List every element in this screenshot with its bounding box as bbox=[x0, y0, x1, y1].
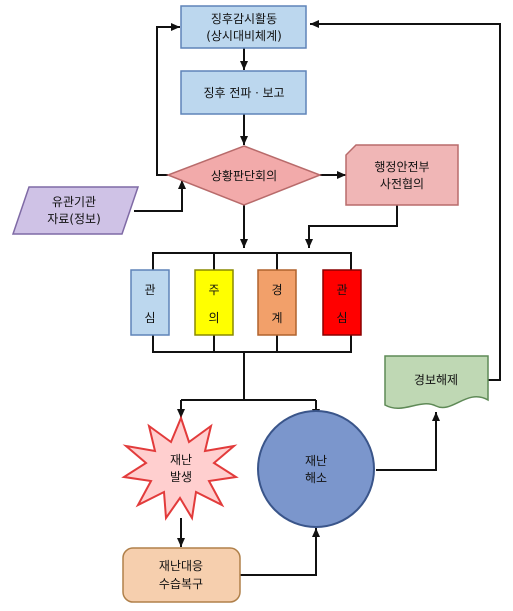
level-3-box bbox=[257, 269, 297, 336]
level-4-box bbox=[322, 269, 362, 336]
arrow-agency-data-to-assessment bbox=[134, 180, 186, 212]
level-2: 주 의 bbox=[194, 269, 234, 336]
agency-data-label-line1: 유관기관 bbox=[52, 195, 96, 209]
agency-data-label-line2: 자료(정보) bbox=[47, 212, 101, 226]
arrow-assessment-to-monitoring bbox=[156, 23, 180, 176]
disaster-resolved-circle bbox=[257, 410, 375, 528]
disaster-occurs-label-line2: 발생 bbox=[170, 470, 192, 484]
level-2-char-1: 주 bbox=[208, 283, 219, 297]
arrow-mois-to-levels bbox=[305, 205, 398, 248]
response-label-line1: 재난대응 bbox=[159, 559, 203, 573]
response-label-line2: 수습복구 bbox=[159, 577, 203, 591]
level-3: 경 계 bbox=[257, 269, 297, 336]
node-agency-data: 유관기관 자료(정보) bbox=[11, 186, 140, 235]
propagation-box bbox=[180, 70, 307, 115]
monitoring-label-line1: 징후감시활동 bbox=[211, 12, 277, 26]
level-4-char-1: 관 bbox=[336, 283, 347, 297]
levels-top-bus bbox=[152, 252, 352, 270]
level-1-char-1: 관 bbox=[144, 283, 155, 297]
node-assessment: 상황판단회의 bbox=[165, 145, 323, 206]
monitoring-label-line2: (상시대비체계) bbox=[206, 29, 282, 43]
monitoring-box bbox=[180, 5, 307, 49]
arrow-alert-release-to-monitoring bbox=[310, 20, 501, 381]
level-3-char-1: 경 bbox=[271, 283, 282, 297]
level-4-char-2: 심 bbox=[336, 311, 347, 325]
disaster-occurs-burst bbox=[121, 415, 239, 521]
arrow-resolved-to-alert-release bbox=[376, 412, 440, 471]
level-1: 관 심 bbox=[130, 269, 170, 336]
node-mois: 행정안전부 사전협의 bbox=[345, 144, 459, 206]
alert-release-document bbox=[384, 355, 489, 409]
node-disaster-resolved: 재난 해소 bbox=[257, 410, 375, 528]
assessment-diamond bbox=[165, 145, 323, 206]
node-monitoring: 징후감시활동 (상시대비체계) bbox=[180, 5, 307, 49]
level-1-box bbox=[130, 269, 170, 336]
agency-data-parallelogram bbox=[11, 186, 140, 235]
level-2-char-2: 의 bbox=[208, 311, 219, 325]
node-propagation: 징후 전파ㆍ보고 bbox=[180, 70, 307, 115]
node-response: 재난대응 수습복구 bbox=[122, 547, 241, 603]
mois-box bbox=[345, 144, 459, 206]
node-disaster-occurs: 재난 발생 bbox=[121, 415, 239, 521]
mois-label-line1: 행정안전부 bbox=[374, 159, 429, 174]
mois-label-line2: 사전협의 bbox=[380, 177, 424, 191]
level-1-char-2: 심 bbox=[144, 311, 155, 325]
level-3-char-2: 계 bbox=[271, 311, 282, 325]
node-alert-release: 경보해제 bbox=[384, 355, 489, 409]
propagation-label: 징후 전파ㆍ보고 bbox=[203, 86, 284, 100]
assessment-label: 상황판단회의 bbox=[211, 169, 277, 183]
level-2-box bbox=[194, 269, 234, 336]
arrow-response-to-resolved bbox=[240, 528, 320, 576]
warning-levels: 관 심 주 의 경 계 관 심 bbox=[130, 269, 362, 336]
connectors bbox=[134, 20, 501, 576]
disaster-occurs-label-line1: 재난 bbox=[170, 453, 192, 467]
levels-bottom-bus bbox=[152, 335, 352, 353]
disaster-resolved-label-line1: 재난 bbox=[305, 454, 327, 468]
alert-release-label: 경보해제 bbox=[414, 373, 458, 387]
level-4: 관 심 bbox=[322, 269, 362, 336]
response-box bbox=[122, 547, 241, 603]
disaster-resolved-label-line2: 해소 bbox=[305, 471, 327, 485]
